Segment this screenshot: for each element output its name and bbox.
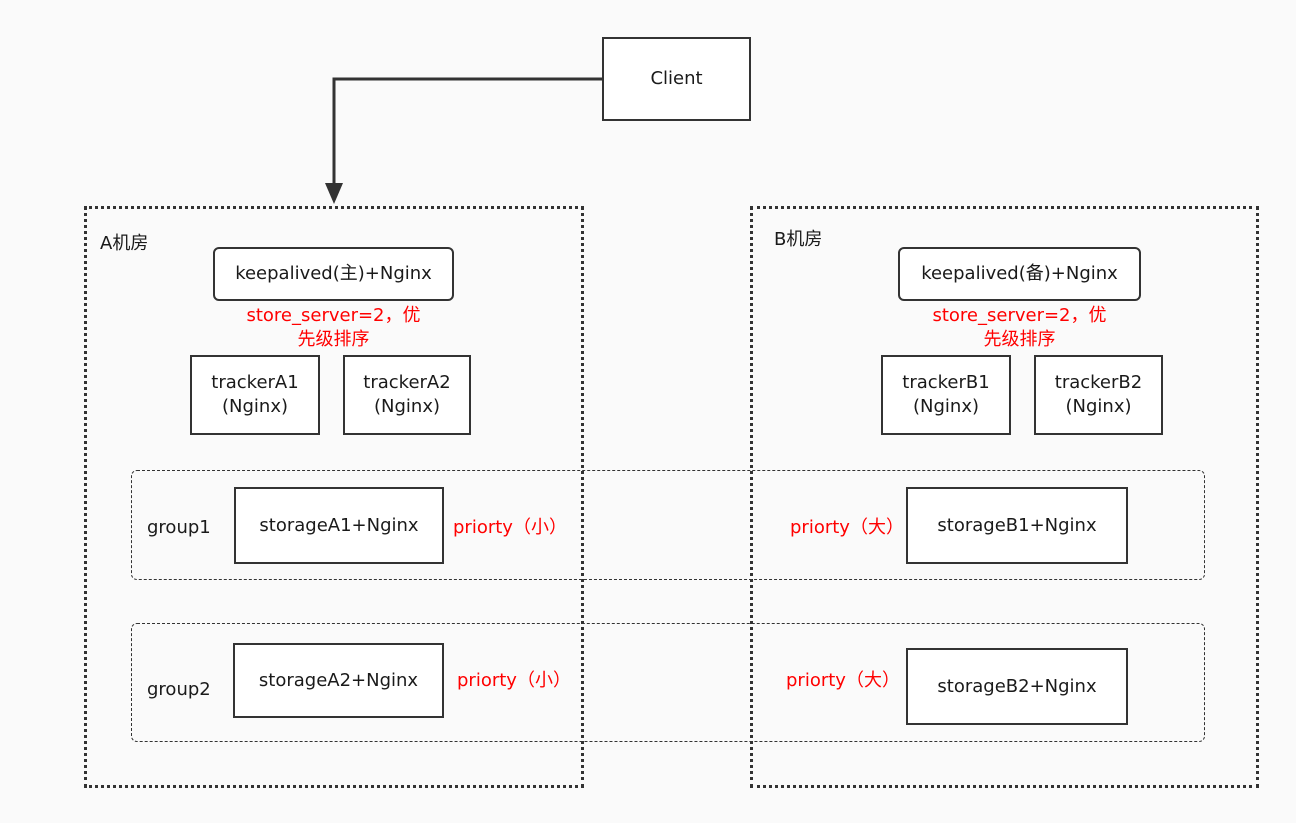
storage-b1-label: storageB1+Nginx	[937, 514, 1097, 536]
group2-label: group2	[147, 679, 211, 700]
room-a-note-line1: store_server=2，优	[246, 305, 421, 326]
group1-priority-a: priorty（小）	[453, 517, 567, 538]
keepalived-master-label: keepalived(主)+Nginx	[235, 263, 432, 284]
tracker-b2-sub: (Nginx)	[1065, 396, 1132, 417]
tracker-a1-name: trackerA1	[211, 372, 299, 393]
tracker-a2-node[interactable]: trackerA2 (Nginx)	[343, 355, 471, 435]
room-a-label: A机房	[100, 233, 149, 254]
group1-priority-b: priorty（大）	[790, 517, 904, 538]
room-b-container	[750, 206, 1259, 788]
tracker-b2-name: trackerB2	[1054, 372, 1143, 393]
group2-priority-a: priorty（小）	[457, 670, 571, 691]
storage-b1-node[interactable]: storageB1+Nginx	[906, 487, 1128, 564]
client-node[interactable]: Client	[602, 37, 751, 121]
keepalived-backup-node[interactable]: keepalived(备)+Nginx	[898, 247, 1141, 301]
tracker-b1-sub: (Nginx)	[913, 396, 979, 417]
tracker-a1-node[interactable]: trackerA1 (Nginx)	[190, 355, 320, 435]
tracker-a1-sub: (Nginx)	[222, 396, 288, 417]
storage-a1-node[interactable]: storageA1+Nginx	[234, 487, 444, 564]
room-b-note-line1: store_server=2，优	[932, 305, 1107, 326]
group2-container	[131, 623, 1205, 742]
room-a-container	[84, 206, 584, 788]
group2-priority-b: priorty（大）	[786, 670, 900, 691]
storage-b2-node[interactable]: storageB2+Nginx	[906, 648, 1128, 725]
tracker-a2-name: trackerA2	[363, 372, 451, 393]
storage-a1-label: storageA1+Nginx	[259, 514, 419, 536]
storage-a2-node[interactable]: storageA2+Nginx	[233, 643, 444, 718]
storage-a2-label: storageA2+Nginx	[258, 669, 419, 691]
client-label: Client	[650, 68, 703, 89]
keepalived-master-node[interactable]: keepalived(主)+Nginx	[213, 247, 454, 301]
group1-label: group1	[147, 517, 211, 538]
tracker-b2-node[interactable]: trackerB2 (Nginx)	[1034, 355, 1163, 435]
room-b-label: B机房	[774, 229, 823, 250]
room-b-note: store_server=2，优 先级排序	[898, 304, 1141, 352]
storage-b2-label: storageB2+Nginx	[937, 675, 1097, 697]
room-b-note-line2: 先级排序	[983, 329, 1056, 350]
tracker-a2-sub: (Nginx)	[374, 396, 440, 417]
keepalived-backup-label: keepalived(备)+Nginx	[921, 263, 1118, 284]
room-a-note-line2: 先级排序	[297, 329, 370, 350]
tracker-b1-name: trackerB1	[902, 372, 990, 393]
tracker-b1-node[interactable]: trackerB1 (Nginx)	[881, 355, 1011, 435]
room-a-note: store_server=2，优 先级排序	[213, 304, 454, 352]
group1-container	[131, 470, 1205, 580]
